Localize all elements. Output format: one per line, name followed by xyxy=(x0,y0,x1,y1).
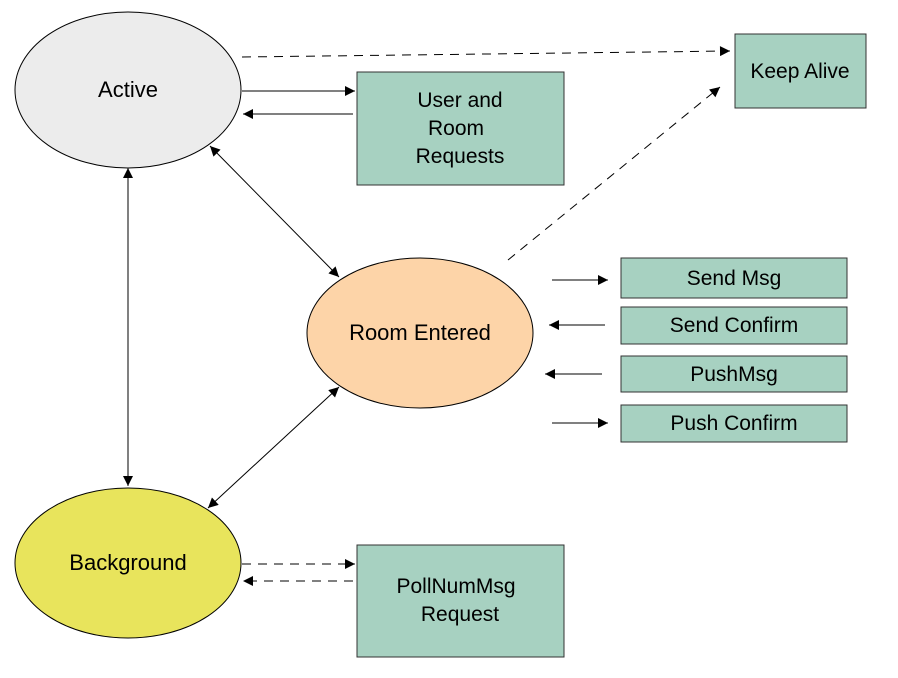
box-push-confirm-shape xyxy=(620,404,848,443)
box-keep-alive-shape xyxy=(734,33,867,109)
state-room-entered-label: Room Entered xyxy=(349,320,491,345)
box-poll-num-msg-request-line-1: PollNumMsg xyxy=(396,575,515,598)
box-keep-alive-label: Keep Alive xyxy=(750,60,849,83)
box-send-msg-shape xyxy=(620,257,848,299)
state-background-label: Background xyxy=(69,550,186,575)
edge-room-entered-background xyxy=(207,386,340,509)
box-poll-num-msg-request-line-2: Request xyxy=(421,603,499,626)
box-push-confirm: Push Confirm xyxy=(620,404,848,443)
state-background-shape xyxy=(14,487,242,639)
state-room-entered: Room Entered xyxy=(306,257,534,409)
box-push-msg-label: PushMsg xyxy=(690,363,778,386)
box-user-room-requests-line-3: Requests xyxy=(416,145,505,168)
state-background: Background xyxy=(14,487,242,639)
state-active-label: Active xyxy=(98,77,158,102)
box-send-confirm-label: Send Confirm xyxy=(670,314,798,337)
edge-room-entered-to-keep-alive xyxy=(507,86,721,261)
state-room-entered-shape xyxy=(306,257,534,409)
edge-active-to-keep-alive xyxy=(241,46,731,58)
box-poll-num-msg-request-shape xyxy=(356,544,565,658)
box-poll-num-msg-request: PollNumMsg Request xyxy=(356,544,565,658)
box-user-room-requests-line-1: User and xyxy=(417,89,502,112)
box-keep-alive: Keep Alive xyxy=(734,33,867,109)
state-active: Active xyxy=(14,11,242,169)
box-send-confirm: Send Confirm xyxy=(620,306,848,345)
box-send-msg-label: Send Msg xyxy=(687,267,782,290)
box-user-room-requests: User and Room Requests xyxy=(356,71,565,186)
box-push-msg: PushMsg xyxy=(620,355,848,393)
box-user-room-requests-shape xyxy=(356,71,565,186)
box-send-msg: Send Msg xyxy=(620,257,848,299)
box-push-msg-shape xyxy=(620,355,848,393)
box-send-confirm-shape xyxy=(620,306,848,345)
edge-active-room-entered xyxy=(209,145,340,278)
box-user-room-requests-line-2: Room xyxy=(428,117,484,140)
box-push-confirm-label: Push Confirm xyxy=(670,412,797,435)
